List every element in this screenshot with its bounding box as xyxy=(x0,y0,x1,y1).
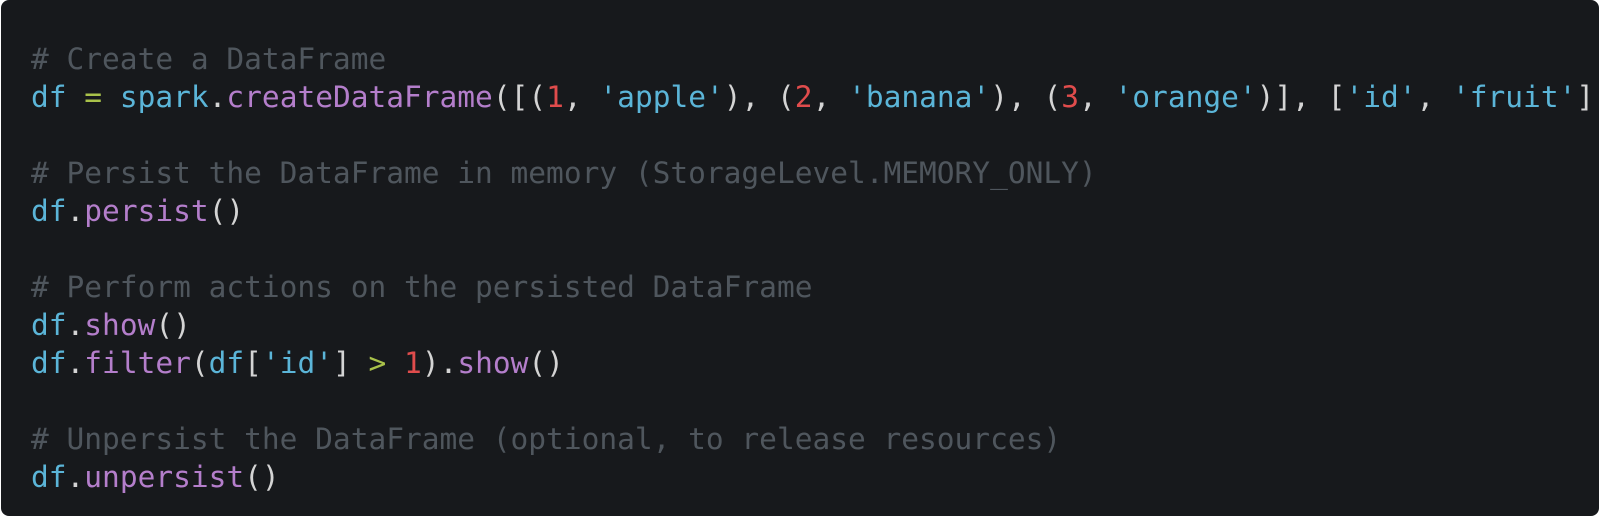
code-identifier: df xyxy=(31,80,67,114)
code-comment: # Unpersist the DataFrame (optional, to … xyxy=(31,422,1062,456)
code-punctuation: . xyxy=(66,346,85,380)
code-punctuation: () xyxy=(528,346,564,380)
code-punctuation: ]) xyxy=(1576,80,1599,114)
code-punctuation: . xyxy=(66,460,85,494)
code-function-name: unpersist xyxy=(84,460,245,494)
code-punctuation: , xyxy=(1079,80,1115,114)
code-number: 2 xyxy=(794,80,813,114)
code-punctuation: . xyxy=(66,194,85,228)
code-line: df.persist() xyxy=(31,192,1599,230)
code-punctuation xyxy=(102,80,120,114)
code-operator: = xyxy=(84,80,103,114)
code-string: 'banana' xyxy=(848,80,991,114)
code-punctuation: , xyxy=(563,80,600,114)
code-line: df.show() xyxy=(31,306,1599,344)
code-comment: # Create a DataFrame xyxy=(31,42,387,76)
code-function-name: show xyxy=(84,308,156,342)
code-string: 'fruit' xyxy=(1452,80,1577,114)
code-line: # Persist the DataFrame in memory (Stora… xyxy=(31,154,1599,192)
code-identifier: df xyxy=(208,346,245,380)
code-punctuation: ). xyxy=(421,346,458,380)
code-string: 'id' xyxy=(261,346,333,380)
code-punctuation: , xyxy=(812,80,849,114)
code-punctuation: () xyxy=(244,460,280,494)
code-function-name: createDataFrame xyxy=(226,80,493,114)
code-identifier: df xyxy=(31,460,67,494)
code-identifier: df xyxy=(31,194,67,228)
code-function-name: show xyxy=(457,346,529,380)
code-punctuation: ([( xyxy=(492,80,547,114)
code-number: 3 xyxy=(1061,80,1079,114)
code-punctuation: ), ( xyxy=(990,80,1062,114)
code-function-name: filter xyxy=(84,346,191,380)
code-comment: # Perform actions on the persisted DataF… xyxy=(31,270,813,304)
code-string: 'id' xyxy=(1345,80,1417,114)
code-string: 'apple' xyxy=(599,80,724,114)
code-line: df.filter(df['id'] > 1).show() xyxy=(31,344,1599,382)
code-punctuation: )], [ xyxy=(1256,80,1346,114)
code-punctuation: () xyxy=(208,194,245,228)
code-identifier: df xyxy=(31,346,67,380)
code-punctuation: () xyxy=(155,308,191,342)
code-punctuation: . xyxy=(208,80,227,114)
code-operator: > xyxy=(368,346,387,380)
code-function-name: persist xyxy=(84,194,209,228)
code-comment: # Persist the DataFrame in memory (Stora… xyxy=(31,156,1097,190)
code-punctuation xyxy=(67,80,85,114)
code-punctuation xyxy=(386,346,404,380)
code-punctuation: ( xyxy=(190,346,209,380)
code-identifier: df xyxy=(31,308,67,342)
code-number: 1 xyxy=(404,346,422,380)
code-identifier: spark xyxy=(119,80,209,114)
code-punctuation: ), ( xyxy=(723,80,795,114)
code-punctuation: [ xyxy=(244,346,262,380)
code-line: # Perform actions on the persisted DataF… xyxy=(31,268,1599,306)
code-number: 1 xyxy=(546,80,564,114)
code-line: # Create a DataFrame xyxy=(31,40,1599,78)
code-line: # Unpersist the DataFrame (optional, to … xyxy=(31,420,1599,458)
code-line: df = spark.createDataFrame([(1, 'apple')… xyxy=(31,78,1599,116)
code-punctuation: ] xyxy=(332,346,369,380)
code-punctuation: , xyxy=(1416,80,1453,114)
code-line: df.unpersist() xyxy=(31,458,1599,496)
code-punctuation: . xyxy=(66,308,85,342)
code-string: 'orange' xyxy=(1114,80,1257,114)
